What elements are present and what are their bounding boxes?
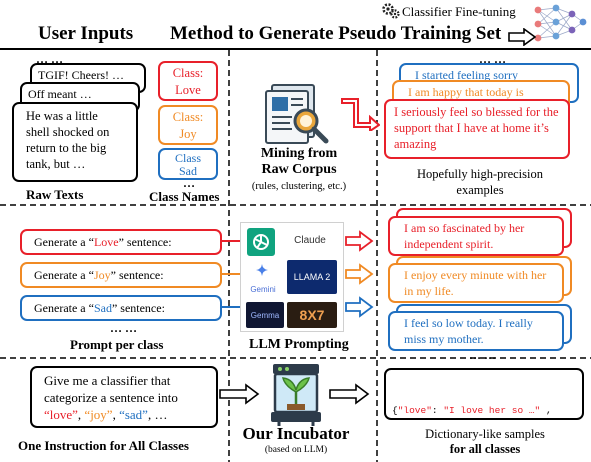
raw-texts-ellipsis: … … xyxy=(36,52,63,66)
method-header: Method to Generate Pseudo Training Set xyxy=(170,23,502,44)
dictionary-line: "joy": "Nice camping …", xyxy=(392,418,576,420)
mixtral-8x7-logo: 8X7 xyxy=(287,302,337,328)
mined-example-3: I seriously feel so blessed for the supp… xyxy=(384,99,570,159)
instruction-word-joy: “joy” xyxy=(84,407,113,422)
class-label-sad: Class Sad xyxy=(158,148,218,180)
gemini-star-icon xyxy=(256,263,268,276)
classifier-finetuning-label: Classifier Fine-tuning xyxy=(402,4,516,19)
dictionary-token: "I love her so …" xyxy=(443,405,541,416)
prompt-word-joy: Joy xyxy=(93,268,111,282)
instruction-word-love: “love” xyxy=(44,407,78,422)
claude-logo: Claude xyxy=(294,234,326,246)
mining-title: Mining from Raw Corpus xyxy=(260,146,338,177)
raw-text-card-3: He was a little shell shocked on return … xyxy=(12,102,138,182)
class-label-love: Class: Love xyxy=(158,61,218,101)
prompt-word-love: Love xyxy=(93,235,119,249)
mining-subtitle: (rules, clustering, etc.) xyxy=(251,181,347,192)
dictionary-lines: {"love": "I love her so …" , "joy": "Nic… xyxy=(392,403,576,420)
prompt-joy: Generate a “Joy” sentence: xyxy=(20,262,222,288)
prompt-arrows xyxy=(222,230,374,318)
prompt-ellipsis: … … xyxy=(110,321,137,335)
dictionary-line: {"love": "I love her so …" , xyxy=(392,403,576,418)
class-ellipsis: … xyxy=(183,176,195,190)
incubator-icon xyxy=(265,362,327,426)
prompt-per-class-label: Prompt per class xyxy=(70,337,164,352)
raw-text-1: TGIF! Cheers! … xyxy=(38,68,124,82)
dictionary-caption-bold: for all classes xyxy=(449,442,521,456)
red-arrow-row1 xyxy=(340,95,381,133)
dictionary-token: { xyxy=(392,405,398,416)
user-inputs-header: User Inputs xyxy=(38,23,134,44)
llm-output-ellipsis: … … xyxy=(469,348,496,362)
llm-output-joy: I enjoy every minute with her in my life… xyxy=(388,263,564,303)
gear-icon xyxy=(382,2,400,20)
neural-network-icon xyxy=(532,2,588,48)
gemini-logo: Gemini xyxy=(250,285,276,294)
prompt-love: Generate a “Love” sentence: xyxy=(20,229,222,255)
incubator-subtitle: (based on LLM) xyxy=(264,445,328,455)
llm-output-love: I am so fascinated by her independent sp… xyxy=(388,216,564,256)
gemma-logo: Gemma xyxy=(246,302,284,328)
instruction-label: One Instruction for All Classes xyxy=(18,438,189,453)
prompt-sad: Generate a “Sad” sentence: xyxy=(20,295,222,321)
llm-output-sad: I feel so low today. I really miss my mo… xyxy=(388,311,564,351)
llm-prompting-title: LLM Prompting xyxy=(249,337,349,352)
document-search-icon xyxy=(262,83,332,147)
chatgpt-logo-icon xyxy=(247,228,275,256)
mined-caption: Hopefully high-precision examples xyxy=(416,167,543,197)
class-label-joy: Class: Joy xyxy=(158,105,218,145)
raw-text-3: He was a little shell shocked on return … xyxy=(26,109,110,171)
dictionary-caption: Dictionary-like samples xyxy=(425,427,545,441)
instruction-word-sad: “sad” xyxy=(119,407,148,422)
incubator-title: Our Incubator xyxy=(242,424,350,443)
dictionary-samples-box: {"love": "I love her so …" , "joy": "Nic… xyxy=(384,368,584,420)
llama2-logo: LLAMA 2 xyxy=(287,260,337,294)
instruction-box: Give me a classifier that categorize a s… xyxy=(30,366,218,428)
hollow-right-arrow xyxy=(508,27,537,47)
dictionary-token: : xyxy=(431,405,444,416)
dictionary-token: "love" xyxy=(397,405,432,416)
raw-text-2: Off meant … xyxy=(28,87,92,101)
output-ellipsis-row1: … … xyxy=(479,52,506,66)
dictionary-token: , xyxy=(540,405,552,416)
raw-texts-label: Raw Texts xyxy=(26,187,84,202)
prompt-word-sad: Sad xyxy=(93,301,112,315)
incubator-arrows xyxy=(219,383,370,405)
class-names-label: Class Names xyxy=(149,189,220,204)
